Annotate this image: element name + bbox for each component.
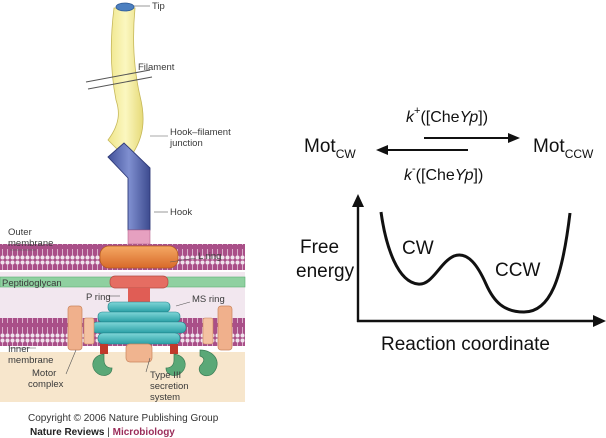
label-hook-filament-junction-2: junction (169, 138, 203, 149)
secretion-arm-right (165, 353, 186, 376)
minus-superscript: - (412, 163, 416, 175)
motor-stator-left-inner (83, 317, 95, 345)
rod-segment (128, 288, 150, 302)
label-p-ring: P ring (86, 292, 111, 303)
arg-close-2: ]) (474, 167, 484, 184)
plus-superscript: + (414, 105, 420, 117)
arg-open: ([Che (420, 109, 459, 126)
tip-cap (115, 2, 135, 12)
well-label-ccw: CCW (495, 260, 540, 281)
ms-ring (97, 311, 181, 323)
ms-ring (107, 301, 171, 313)
cw-subscript: CW (336, 147, 357, 161)
ms-ring (91, 321, 187, 334)
reverse-arrowhead (376, 145, 388, 155)
forward-arrowhead (508, 133, 520, 143)
forward-rate-label: k+([CheYp]) (406, 105, 488, 126)
type-iii-secretion-system (125, 343, 153, 363)
c-ring-post (100, 344, 108, 354)
label-motor-complex-2: complex (28, 379, 64, 390)
filament-break-mark (87, 76, 153, 90)
leader-lines (10, 5, 197, 375)
motor-stator-left (67, 305, 83, 351)
reverse-rate-label: k-([CheYp]) (404, 163, 483, 184)
flagellum-illustration: Tip Filament Hook–filament junction Hook… (0, 1, 246, 438)
label-tip: Tip (152, 1, 165, 12)
y-axis-label-free: Free (300, 237, 339, 258)
ms-ring (97, 332, 181, 345)
energy-landscape: Free energy Reaction coordinate CW CCW (296, 194, 606, 355)
motor-stator-right-inner (202, 317, 214, 345)
label-filament: Filament (138, 62, 175, 73)
copyright-text: Copyright © 2006 Nature Publishing Group (28, 413, 219, 424)
journal-separator: | (104, 427, 112, 438)
hook (107, 142, 151, 231)
arg-p: p (468, 109, 478, 126)
y-axis-arrowhead (352, 194, 364, 207)
motor-stator-right (217, 305, 233, 351)
x-axis-label: Reaction coordinate (381, 334, 550, 355)
mot-ccw-label: MotCCW (533, 136, 594, 161)
ccw-subscript: CCW (565, 147, 594, 161)
y-axis-label-energy: energy (296, 261, 355, 282)
arg-y: Y (460, 109, 472, 126)
secretion-arm-left (92, 353, 113, 376)
l-ring (99, 245, 179, 269)
label-hook: Hook (170, 207, 192, 218)
journal-line: Nature Reviews | Microbiology (30, 427, 175, 438)
label-outer-membrane: Outer (8, 227, 32, 238)
label-outer-membrane-2: membrane (8, 238, 53, 249)
mot-cw-label: MotCW (304, 136, 356, 161)
rod (127, 229, 151, 245)
label-inner-membrane-2: membrane (8, 355, 53, 366)
mot-ccw-text: Mot (533, 136, 565, 157)
well-label-cw: CW (402, 238, 434, 259)
label-motor-complex: Motor (32, 368, 56, 379)
c-ring-post (170, 344, 178, 354)
mot-cw-text: Mot (304, 136, 336, 157)
filament-break-mark (85, 69, 151, 83)
label-hook-filament-junction: Hook–filament (170, 127, 231, 138)
label-peptidoglycan: Peptidoglycan (2, 278, 62, 289)
label-inner-membrane: Inner (8, 344, 30, 355)
label-secretion: secretion (150, 381, 189, 392)
arg-open-2: ([Che (416, 167, 455, 184)
arg-close: ]) (478, 109, 488, 126)
p-ring (109, 275, 169, 289)
journal-subtitle: Microbiology (113, 427, 176, 438)
secretion-arm-outer-right (198, 349, 218, 377)
journal-name: Nature Reviews (30, 427, 105, 438)
x-axis-arrowhead (593, 315, 606, 327)
arg-y-2: Y (455, 167, 467, 184)
label-type-iii: Type III (150, 370, 181, 381)
k-symbol: k (406, 109, 415, 126)
label-ms-ring: MS ring (192, 294, 225, 305)
arg-p-2: p (464, 167, 474, 184)
k-symbol-2: k (404, 167, 413, 184)
label-l-ring: L ring (198, 251, 221, 262)
free-energy-curve (379, 211, 572, 314)
label-system: system (150, 392, 180, 403)
switch-scheme: k+([CheYp]) MotCW MotCCW k-([CheYp]) (304, 105, 594, 184)
